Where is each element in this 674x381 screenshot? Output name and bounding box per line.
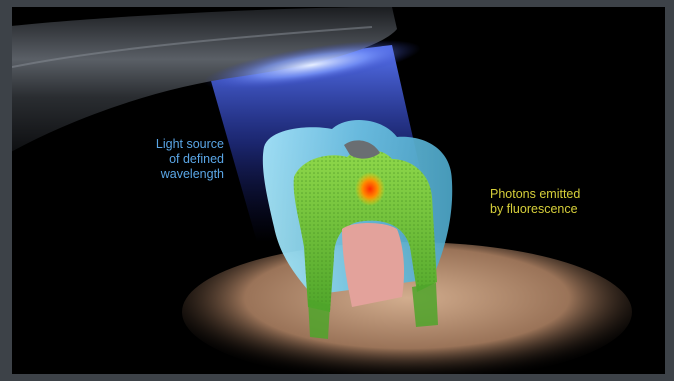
photons-emitted-label: Photons emitted by fluorescence [490, 187, 640, 217]
photons-label-line-2: by fluorescence [490, 202, 640, 217]
carious-lesion [355, 172, 385, 206]
tooth-pulp [342, 223, 404, 307]
light-source-label: Light source of defined wavelength [112, 137, 224, 182]
light-source-label-line-2: of defined [112, 152, 224, 167]
light-source-label-line-1: Light source [112, 137, 224, 152]
pulp-root-left [308, 299, 330, 339]
photons-label-line-1: Photons emitted [490, 187, 640, 202]
illustration-canvas: Light source of defined wavelength Photo… [12, 7, 665, 374]
pulp-root-right [412, 283, 438, 327]
light-source-label-line-3: wavelength [112, 167, 224, 182]
